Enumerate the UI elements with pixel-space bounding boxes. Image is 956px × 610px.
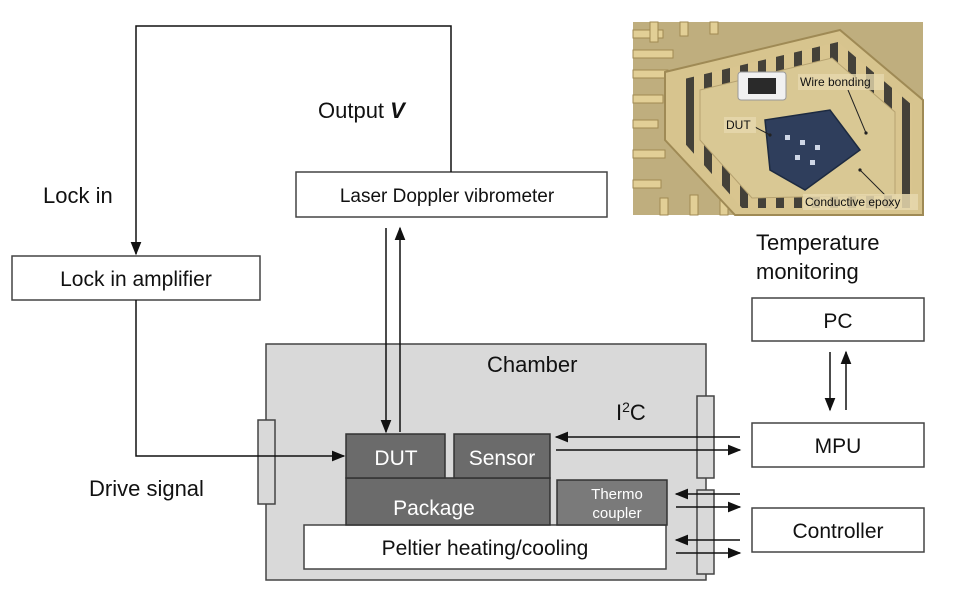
i2c-label: I2C bbox=[616, 399, 646, 425]
laser-doppler-box bbox=[295, 171, 608, 218]
thermo-label-2: coupler bbox=[592, 505, 641, 522]
output-to-lockin-line bbox=[130, 25, 452, 256]
controller-label: Controller bbox=[792, 520, 883, 543]
left-port bbox=[257, 419, 276, 505]
mpu-box bbox=[751, 422, 925, 468]
temperature-label-2: monitoring bbox=[756, 259, 859, 284]
temperature-label-1: Temperature bbox=[756, 230, 880, 255]
package-box bbox=[345, 477, 551, 526]
controller-box bbox=[751, 507, 925, 553]
package-label: Package bbox=[393, 497, 475, 520]
photo-dut-label: DUT bbox=[726, 118, 751, 132]
thermo-label-1: Thermo bbox=[591, 486, 643, 503]
lock-in-amplifier-label: Lock in amplifier bbox=[60, 268, 212, 291]
sensor-label: Sensor bbox=[469, 447, 536, 470]
thermo-coupler-box bbox=[556, 479, 668, 526]
drive-signal-label: Drive signal bbox=[89, 476, 204, 501]
conductive-epoxy-label: Conductive epoxy bbox=[805, 195, 900, 209]
right-port-lower bbox=[696, 489, 715, 575]
wire-bonding-label: Wire bonding bbox=[800, 75, 871, 89]
sensor-box bbox=[453, 433, 551, 479]
output-label: Output V bbox=[318, 98, 407, 123]
pc-label: PC bbox=[823, 310, 852, 333]
drive-signal-line bbox=[135, 300, 346, 462]
laser-doppler-label: Laser Doppler vibrometer bbox=[340, 186, 555, 207]
chip-photo: Wire bonding DUT Conductive epoxy bbox=[632, 21, 924, 216]
dut-box bbox=[345, 433, 446, 479]
peltier-label: Peltier heating/cooling bbox=[382, 537, 589, 560]
dut-label: DUT bbox=[374, 447, 417, 470]
lock-in-label: Lock in bbox=[43, 183, 113, 208]
pc-box bbox=[751, 297, 925, 342]
chamber-label: Chamber bbox=[487, 352, 577, 377]
mpu-label: MPU bbox=[815, 435, 862, 458]
